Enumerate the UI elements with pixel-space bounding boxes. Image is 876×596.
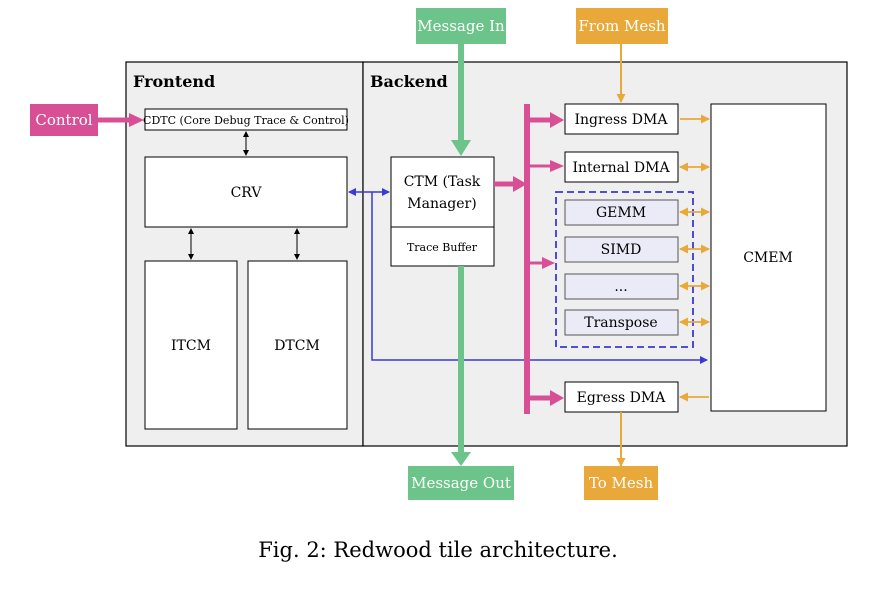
compute-units-group xyxy=(555,191,694,348)
frontend-label: Frontend xyxy=(133,72,215,91)
figure-caption: Fig. 2: Redwood tile architecture. xyxy=(258,538,618,562)
internal-dma-label: Internal DMA xyxy=(572,160,670,176)
message-in-tag xyxy=(416,8,506,44)
message-in-label: Message In xyxy=(417,17,505,35)
message-out-arrowhead xyxy=(451,452,471,466)
crv-cmem-blue-line xyxy=(371,192,708,364)
bus-egress-arrowhead xyxy=(550,390,564,406)
ellipsis-box xyxy=(564,273,679,300)
egress-dma-label: Egress DMA xyxy=(577,390,667,406)
crv-box xyxy=(144,156,348,228)
ctm-box xyxy=(390,156,495,228)
crv-label: CRV xyxy=(231,185,263,201)
bus-units-arrowhead xyxy=(542,257,555,269)
control-tag-label: Control xyxy=(35,111,92,129)
control-tag xyxy=(30,104,98,136)
message-out-tag xyxy=(408,466,514,500)
from-mesh-tag xyxy=(576,8,668,44)
message-in-arrowhead xyxy=(451,140,471,156)
transpose-box xyxy=(564,309,679,336)
cdtc-label: CDTC (Core Debug Trace & Control) xyxy=(143,114,349,127)
to-mesh-label: To Mesh xyxy=(589,474,654,492)
cmem-box xyxy=(710,103,827,412)
bus-ingress-arrowhead xyxy=(550,112,564,128)
from-mesh-label: From Mesh xyxy=(578,17,666,35)
transpose-label: Transpose xyxy=(584,315,657,331)
control-arrowhead xyxy=(129,113,144,127)
itcm-label: ITCM xyxy=(171,338,211,354)
ingress-dma-label: Ingress DMA xyxy=(575,112,669,128)
ctm-bus-arrowhead xyxy=(513,176,527,192)
message-out-label: Message Out xyxy=(411,474,511,492)
simd-label: SIMD xyxy=(601,242,642,258)
cmem-label: CMEM xyxy=(743,250,793,266)
gemm-box xyxy=(564,199,679,226)
gemm-label: GEMM xyxy=(596,205,646,221)
bus-internal-arrowhead xyxy=(550,160,564,172)
ctm-label-line1: CTM (Task xyxy=(404,174,481,190)
itcm-box xyxy=(144,260,238,430)
ingress-dma-box xyxy=(564,103,679,135)
internal-dma-box xyxy=(564,151,679,183)
dtcm-box xyxy=(247,260,348,430)
to-mesh-tag xyxy=(584,466,658,500)
simd-box xyxy=(564,236,679,263)
trace-buffer-box xyxy=(390,226,495,267)
trace-buffer-label: Trace Buffer xyxy=(407,241,478,254)
dtcm-label: DTCM xyxy=(274,338,320,354)
ellipsis-label: ... xyxy=(614,279,627,295)
egress-dma-box xyxy=(564,381,679,413)
backend-label: Backend xyxy=(370,72,448,91)
cdtc-box xyxy=(144,108,348,131)
ctm-label-line2: Manager) xyxy=(407,196,476,212)
